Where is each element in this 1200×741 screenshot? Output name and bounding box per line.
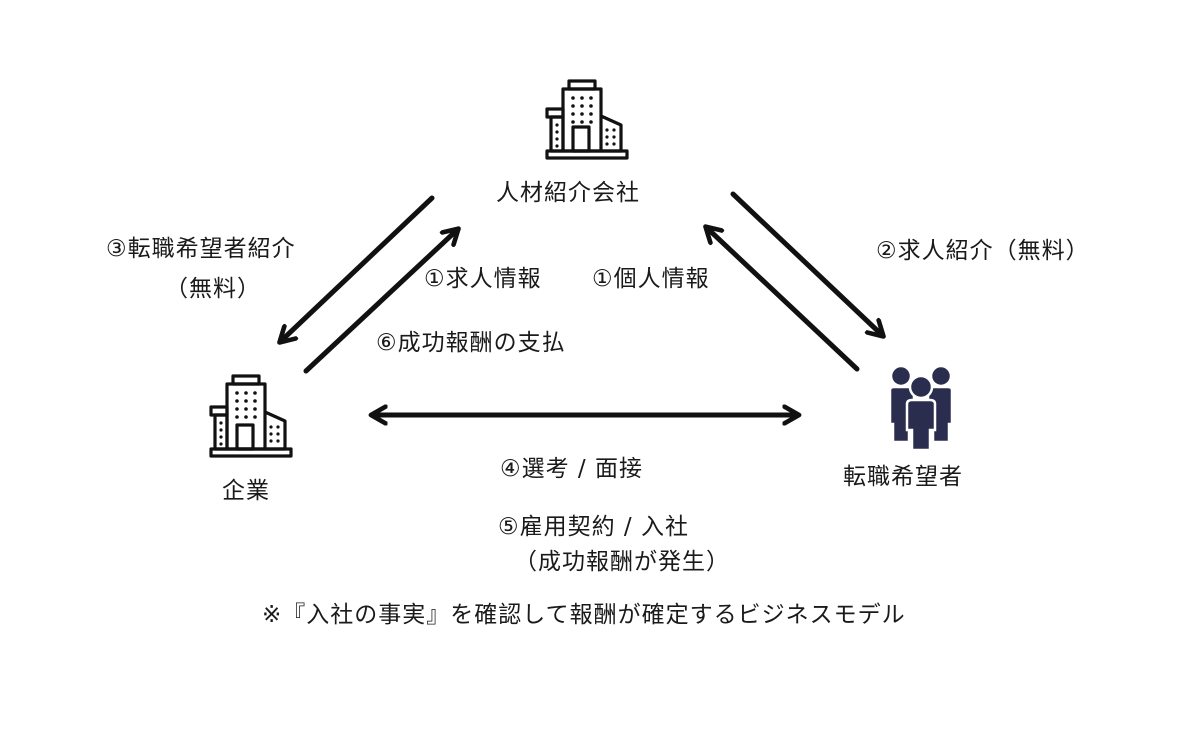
flow-selection-label: ④選考 / 面接: [500, 456, 643, 482]
arrow-agency-to-seeker: [730, 191, 882, 335]
flow-payment-label: ⑥成功報酬の支払: [376, 330, 566, 356]
flow-personal-info-label: ①個人情報: [592, 266, 710, 292]
flow-contract-label: ⑤雇用契約 / 入社: [498, 514, 689, 540]
people-group-icon: [888, 364, 954, 452]
company-building-icon: [209, 374, 293, 458]
arrow-company-to-agency: [303, 230, 457, 374]
arrow-seeker-to-agency: [707, 228, 860, 372]
arrow-agency-to-company: [281, 195, 435, 341]
footnote: ※『入社の事実』を確認して報酬が確定するビジネスモデル: [262, 602, 906, 628]
seeker-label: 転職希望者: [843, 464, 963, 490]
company-label: 企業: [222, 478, 270, 504]
agency-building-icon: [545, 79, 629, 160]
flow-job-intro-label: ②求人紹介（無料）: [876, 238, 1090, 264]
flow-contract-success-fee-label: （成功報酬が発生）: [514, 549, 730, 575]
flow-job-info-label: ①求人情報: [424, 266, 542, 292]
flow-seeker-intro-free-label: （無料）: [165, 276, 261, 302]
flow-seeker-intro-label: ③転職希望者紹介: [106, 236, 296, 262]
agency-label: 人材紹介会社: [496, 180, 640, 206]
